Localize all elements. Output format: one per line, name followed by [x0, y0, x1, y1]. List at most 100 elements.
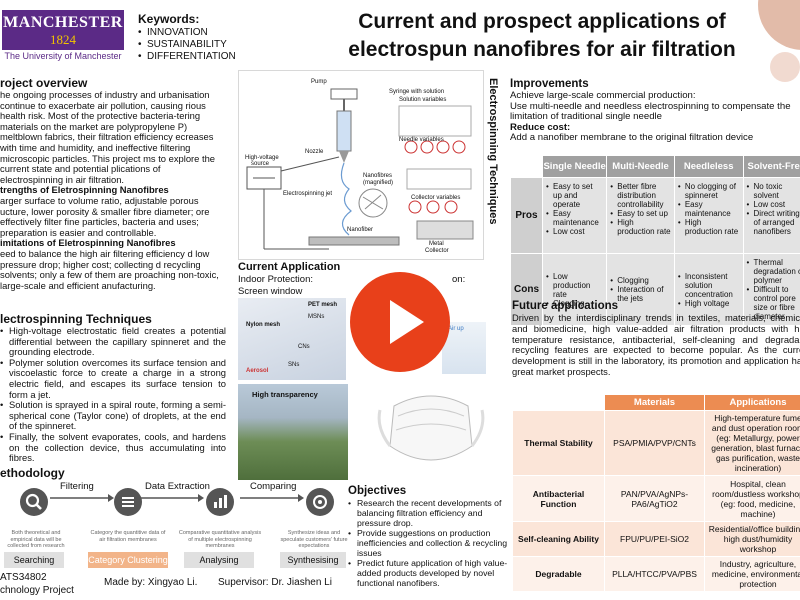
table-header: Applications	[704, 394, 800, 411]
cell-item: Clogging	[546, 299, 603, 308]
limits-text: eed to balance the high air filtering ef…	[0, 247, 219, 291]
cell-item: Low cost	[747, 200, 800, 209]
supervisor: Supervisor: Dr. Jiashen Li	[218, 577, 332, 588]
future-applications-table: Materials Applications Thermal Stability…	[512, 394, 800, 592]
table-row: Cons Low production rate Clogging Cloggi…	[510, 253, 800, 326]
keywords-title: Keywords:	[138, 12, 200, 26]
row-label: Thermal Stability	[512, 410, 605, 476]
screen-window: Screen window	[238, 286, 303, 297]
keyword-item: INNOVATION	[138, 27, 236, 39]
decorative-circle	[758, 0, 800, 50]
cell-item: High voltage	[678, 299, 740, 308]
analysis-icon	[206, 488, 234, 516]
limits-title: imitations of Eletrospinning Nanofibres	[0, 237, 176, 249]
cell-item: High production rate	[610, 218, 671, 236]
objectives-section: Objectives Research the recent developme…	[348, 484, 510, 588]
step-desc: Comparative quantitative analysis of mul…	[178, 530, 262, 549]
course-code: ATS34802	[0, 572, 47, 583]
technique-item: Polymer solution overcomes its surface t…	[0, 357, 226, 400]
made-by: Made by: Xingyao Li.	[104, 577, 198, 588]
cell-item: Difficult to control pore size or fibre …	[747, 285, 800, 321]
diagram-label-hv2: source	[251, 161, 270, 167]
cell-item: High production rate	[678, 218, 740, 236]
cell-item: Easy to set up	[610, 209, 671, 218]
synthesis-icon	[306, 488, 334, 516]
step-label: Category Clustering	[88, 552, 168, 568]
table-header: Solvent-Free	[742, 155, 800, 178]
electrospinning-diagram: Pump Syringe with solution Solution vari…	[238, 70, 484, 260]
keyword-item: DIFFERENTIATION	[138, 51, 236, 63]
diagram-label-collector-vars: Collector variables	[411, 195, 461, 201]
diagram-label-hv1: High-voltage	[245, 155, 279, 161]
diagram-label-metal: Metal	[429, 241, 444, 247]
cell-item: Low cost	[546, 227, 603, 236]
table-header: Needleless	[673, 155, 744, 178]
strengths-title: trengths of Eletrospinning Nanofibres	[0, 184, 169, 196]
nanofiber-mesh-image: PET mesh Nylon mesh MSNs CNs SNs Aerosol	[238, 298, 346, 380]
diagram-label-nano2: (magnified)	[363, 180, 394, 186]
diagram-label-nano1: Nanofibres	[363, 173, 393, 179]
transparency-photo: High transparency	[238, 384, 348, 480]
arrow-label-comparing: Comparing	[250, 481, 297, 492]
objective-item: Predict future application of high value…	[348, 558, 510, 588]
search-icon	[20, 488, 48, 516]
materials-cell: FPU/PU/PEI-SiO2	[604, 521, 705, 557]
objective-item: Research the recent developments of bala…	[348, 498, 510, 528]
table-header: Materials	[604, 394, 705, 411]
table-header: Multi-Needle	[606, 155, 675, 178]
transparency-label: High transparency	[252, 390, 318, 399]
objectives-heading: Objectives	[348, 485, 407, 497]
step-label: Analysing	[184, 552, 254, 568]
cell-item: Inconsistent solution concentration	[678, 272, 740, 299]
current-application-heading: Current Application	[238, 261, 341, 273]
table-header: Single Needle	[541, 155, 608, 178]
diagram-label-needle-vars: Needle variables	[399, 137, 444, 143]
materials-cell: PLLA/HTCC/PVA/PBS	[604, 556, 705, 592]
strengths-text: arger surface to volume ratio, adjustabl…	[0, 194, 210, 238]
cell-item: Better fibre distribution controllabilit…	[610, 182, 671, 209]
row-label: Self-cleaning Ability	[512, 521, 605, 557]
diagram-label-nozzle: Nozzle	[305, 149, 324, 155]
keywords-block: Keywords: INNOVATION SUSTAINABILITY DIFF…	[138, 12, 236, 63]
cell-item: Easy maintenance	[546, 209, 603, 227]
cell-item: Direct writing of arranged nanofibers	[747, 209, 800, 236]
step-label: Searching	[4, 552, 64, 568]
diagram-label-jet: Electrospinning jet	[283, 191, 333, 197]
photo-label: CNs	[298, 344, 310, 350]
photo-label: Nylon mesh	[246, 322, 281, 328]
improvements-line-1: Achieve large-scale commercial productio…	[510, 90, 696, 101]
logo-year: 1824	[50, 32, 76, 47]
cell-item: Clogging	[610, 276, 671, 285]
title-line-2: electrospun nanofibres for air filtratio…	[348, 38, 736, 61]
improvements-line-2: Use multi-needle and needless electrospi…	[510, 100, 791, 123]
air-up-image: Air up	[442, 322, 486, 374]
future-heading: Future applications	[512, 300, 619, 312]
improvements-heading: Improvements	[510, 78, 589, 90]
table-header	[512, 394, 605, 411]
diagram-label-syringe: Syringe with solution	[389, 89, 445, 95]
cell-item: Low production rate	[546, 272, 603, 299]
arrow-label-filtering: Filtering	[60, 481, 94, 492]
overview-intro: he ongoing processes of industry and urb…	[0, 89, 216, 185]
row-label: Degradable	[512, 556, 605, 592]
play-button[interactable]	[350, 272, 450, 372]
table-row: Pros Easy to set up and operate Easy mai…	[510, 177, 800, 254]
techniques-section: lectrospinning Techniques High-voltage e…	[0, 312, 226, 464]
title-line-1: Current and prospect applications of	[358, 10, 726, 33]
comparison-table: Single Needle Multi-Needle Needleless So…	[510, 155, 800, 326]
flow-arrows	[50, 494, 304, 502]
cell-item: Easy to set up and operate	[546, 182, 603, 209]
technique-item: Solution is sprayed in a spiral route, f…	[0, 399, 226, 432]
mask-image	[376, 376, 486, 480]
decorative-circle-small	[770, 52, 800, 82]
row-label: Antibacterial Function	[512, 475, 605, 522]
photo-label: Air up	[448, 326, 464, 332]
university-logo: MANCHESTER 1824 The University of Manche…	[2, 10, 124, 62]
applications-cell: High-temperature fume and dust operation…	[704, 410, 800, 476]
table-header	[510, 155, 543, 178]
methodology-flow: Filtering Data Extraction Comparing Both…	[0, 481, 348, 572]
applications-cell: Industry, agriculture, medicine, environ…	[704, 556, 800, 592]
step-label: Synthesising	[280, 552, 346, 568]
cell-item: No clogging of spinneret	[678, 182, 740, 200]
diagram-vertical-title: Electrospinning Techniques	[487, 78, 499, 225]
